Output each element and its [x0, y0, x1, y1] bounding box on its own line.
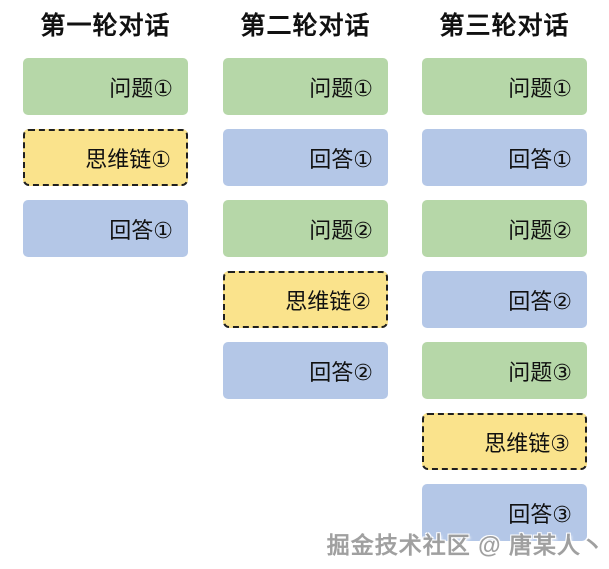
round1-answer-1-box: 回答① — [23, 200, 188, 257]
round1-question-1-box: 问题① — [23, 58, 188, 115]
round3-answer-3-box: 回答③ — [422, 484, 587, 541]
round-2-column: 第二轮对话 问题① 回答① 问题② 思维链② 回答② — [223, 0, 388, 413]
round2-answer-2-box: 回答② — [223, 342, 388, 399]
round2-cot-2-box: 思维链② — [223, 271, 388, 328]
round2-question-1-box: 问题① — [223, 58, 388, 115]
watermark-text: 掘金技术社区 @ 唐某人丶 — [326, 532, 605, 558]
round3-answer-2-box: 回答② — [422, 271, 587, 328]
round3-answer-1-box: 回答① — [422, 129, 587, 186]
round-1-title: 第一轮对话 — [40, 12, 171, 40]
round2-question-2-box: 问题② — [223, 200, 388, 257]
round3-cot-3-box: 思维链③ — [422, 413, 587, 470]
round-2-title: 第二轮对话 — [240, 12, 371, 40]
round2-answer-1-box: 回答① — [223, 129, 388, 186]
round-1-column: 第一轮对话 问题① 思维链① 回答① — [23, 0, 188, 271]
round-3-column: 第三轮对话 问题① 回答① 问题② 回答② 问题③ 思维链③ 回答③ — [422, 0, 587, 555]
round-1-stack: 问题① 思维链① 回答① — [23, 58, 188, 257]
round3-question-2-box: 问题② — [422, 200, 587, 257]
round-2-stack: 问题① 回答① 问题② 思维链② 回答② — [223, 58, 388, 399]
round1-cot-1-box: 思维链① — [23, 129, 188, 186]
round-3-title: 第三轮对话 — [439, 12, 570, 40]
round3-question-1-box: 问题① — [422, 58, 587, 115]
round3-question-3-box: 问题③ — [422, 342, 587, 399]
round-3-stack: 问题① 回答① 问题② 回答② 问题③ 思维链③ 回答③ — [422, 58, 587, 541]
